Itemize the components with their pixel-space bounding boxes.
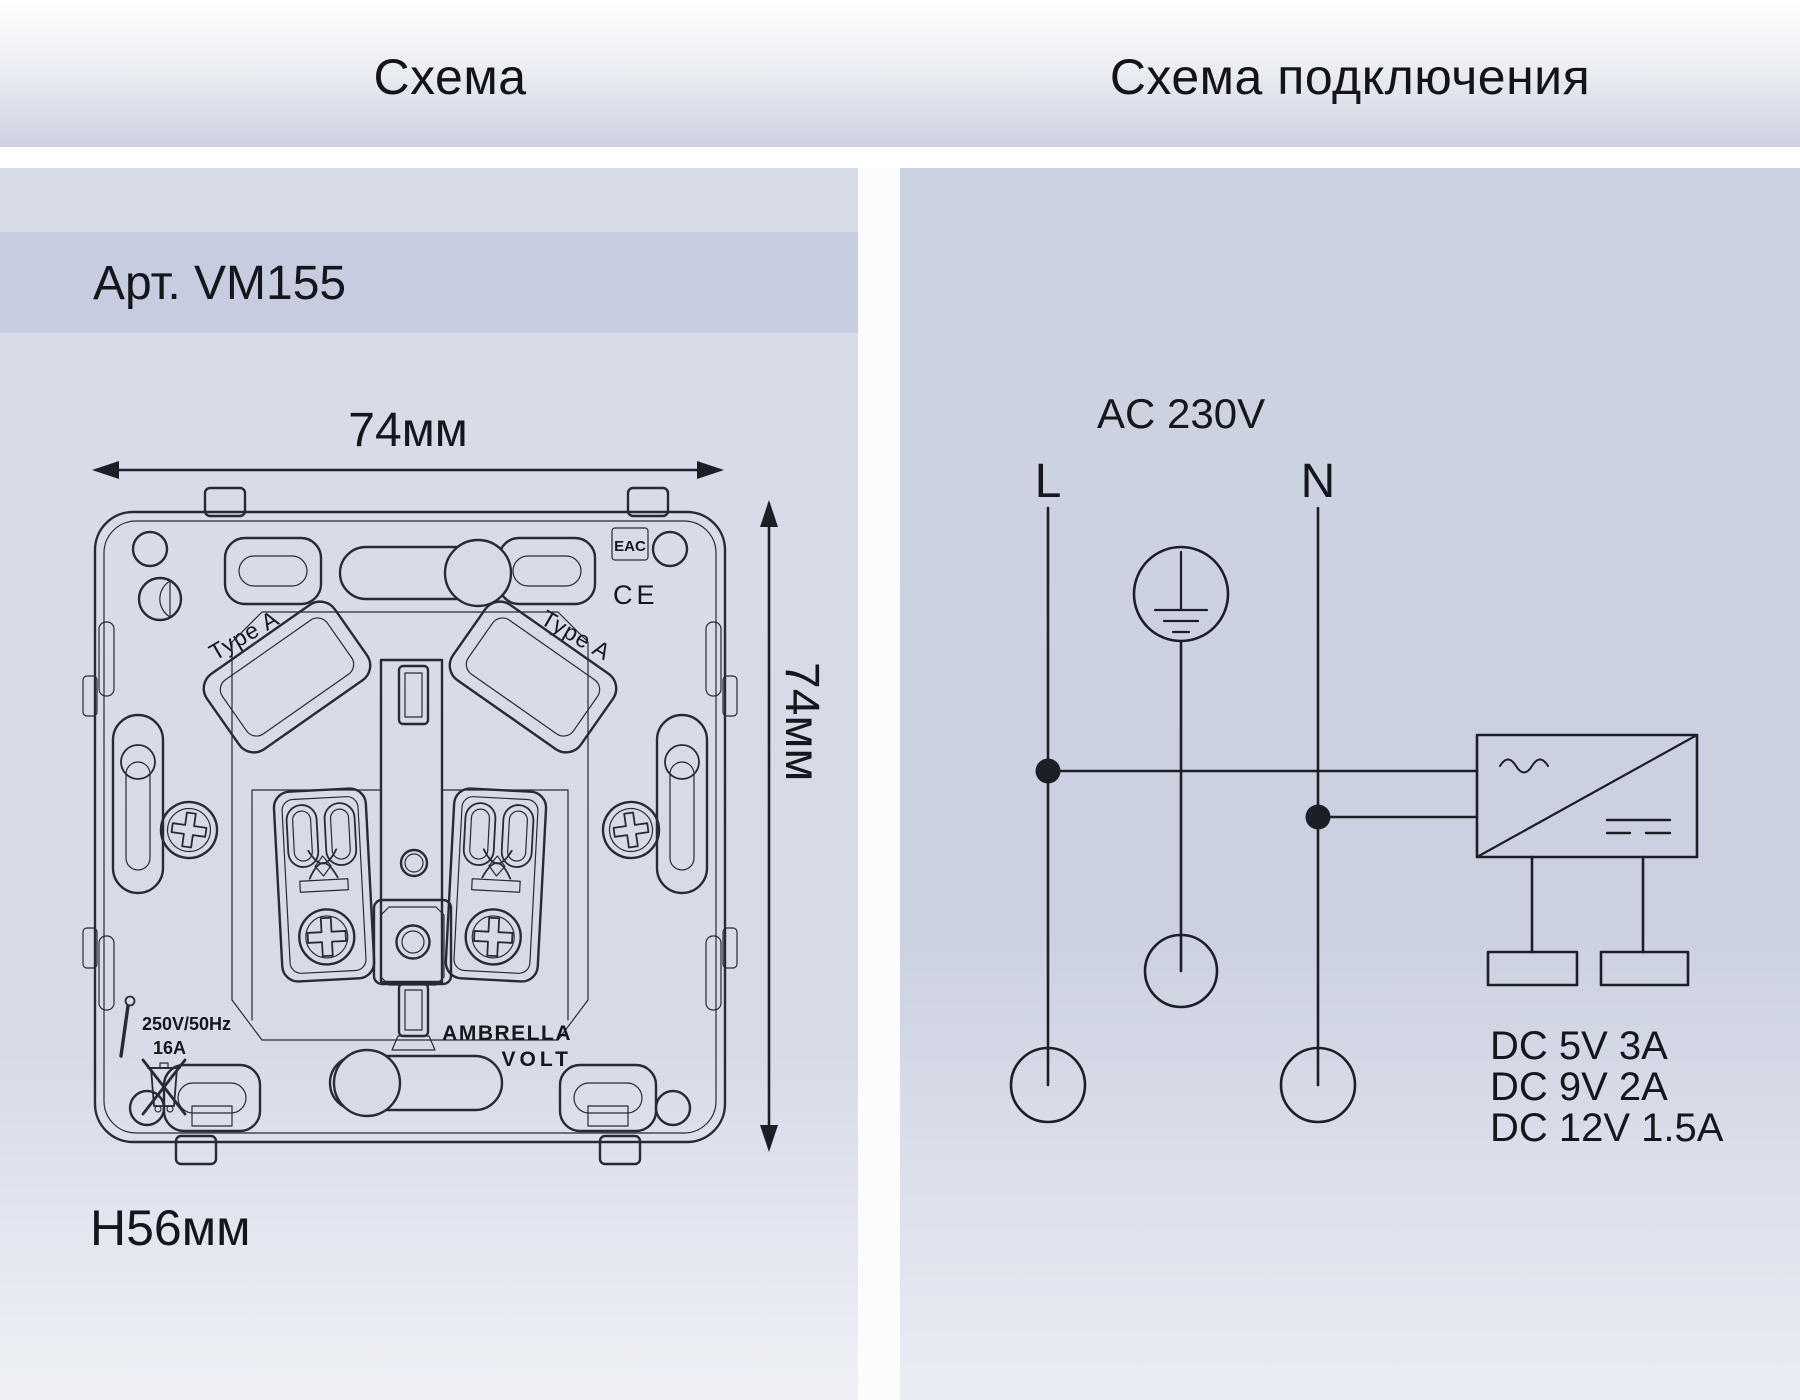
- bottom-right-window: [587, 1105, 629, 1127]
- wiring-header: Схема подключения: [1109, 49, 1591, 105]
- height-label: H56мм: [90, 1200, 251, 1256]
- central-claw-column: [372, 658, 453, 1051]
- bottom-right-slot: [558, 1063, 658, 1133]
- terminal-left: [273, 788, 375, 983]
- edge-slots: [98, 621, 722, 1011]
- keyhole-slot-right: [655, 713, 709, 895]
- terminal-right: [445, 788, 547, 983]
- ground-symbol: [1132, 545, 1230, 643]
- eac-badge: EAC: [611, 527, 649, 561]
- top-left-slot: [223, 536, 323, 606]
- maker-stamp-icon: [137, 576, 183, 622]
- width-dimension: 74мм: [92, 404, 724, 479]
- bottom-left-slot: [162, 1063, 262, 1133]
- article-number: Арт. VM155: [93, 257, 347, 310]
- header-band: [0, 0, 1800, 147]
- type-a-left-label: Type A: [204, 605, 283, 666]
- height-dim-label: 74мм: [775, 662, 828, 781]
- right-panel-wiring: [900, 168, 1800, 1400]
- line-terminal-circle: [1009, 1046, 1087, 1124]
- neutral-wire-label: N: [1301, 455, 1336, 508]
- eac-label: EAC: [614, 538, 646, 555]
- side-screw-left: [156, 797, 222, 863]
- rating-voltage-label: 250V/50Hz: [142, 1014, 231, 1034]
- top-right-slot: [497, 536, 597, 606]
- dc-rating-1: DC 5V 3A: [1490, 1024, 1668, 1068]
- screwdriver-icon: [119, 995, 136, 1058]
- socket-housing: [231, 611, 589, 1041]
- dc-rating-2: DC 9V 2A: [1490, 1065, 1668, 1109]
- width-dim-label: 74мм: [348, 404, 467, 457]
- line-wire-label: L: [1035, 455, 1062, 508]
- rating-current-label: 16A: [153, 1038, 186, 1058]
- dc-ratings: DC 5V 3A DC 9V 2A DC 12V 1.5A: [1490, 1024, 1724, 1150]
- panel-gutter: [858, 168, 900, 1400]
- ac-voltage-label: AC 230V: [1097, 390, 1265, 437]
- bottom-left-window: [191, 1105, 233, 1127]
- dc-symbol: [1605, 818, 1672, 835]
- scheme-header: Схема: [373, 49, 527, 105]
- dc-rating-3: DC 12V 1.5A: [1490, 1106, 1724, 1150]
- keyhole-slot-left: [111, 713, 165, 895]
- brand-sub-label: VOLT: [502, 1048, 572, 1071]
- ac-symbol: [1499, 758, 1549, 774]
- usb-module-right: [441, 593, 625, 761]
- type-a-right-label: Type A: [536, 605, 615, 666]
- ce-label: CE: [613, 580, 659, 610]
- acdc-converter-box: [1475, 733, 1699, 859]
- neutral-terminal-circle: [1279, 1046, 1357, 1124]
- bottom-center-slot: [328, 1048, 504, 1118]
- mounting-plate: [82, 486, 738, 1166]
- usb-port-block-1: [1486, 950, 1579, 987]
- brand-name-label: AMBRELLA: [442, 1022, 572, 1045]
- height-dimension: 74мм: [760, 500, 828, 1152]
- left-panel-scheme: [0, 168, 858, 1400]
- wiring-diagram: AC 230V L N: [1009, 390, 1724, 1150]
- usb-port-block-2: [1599, 950, 1690, 987]
- divider-strip: [0, 147, 1800, 168]
- ground-terminal-circle: [1143, 933, 1219, 1009]
- usb-module-left: [195, 593, 379, 761]
- top-center-slot: [338, 538, 513, 608]
- weee-bin-icon: [141, 1058, 187, 1116]
- side-screw-right: [598, 797, 664, 863]
- article-band: [0, 232, 858, 333]
- socket-mechanism-drawing: 74мм 74мм: [82, 404, 828, 1166]
